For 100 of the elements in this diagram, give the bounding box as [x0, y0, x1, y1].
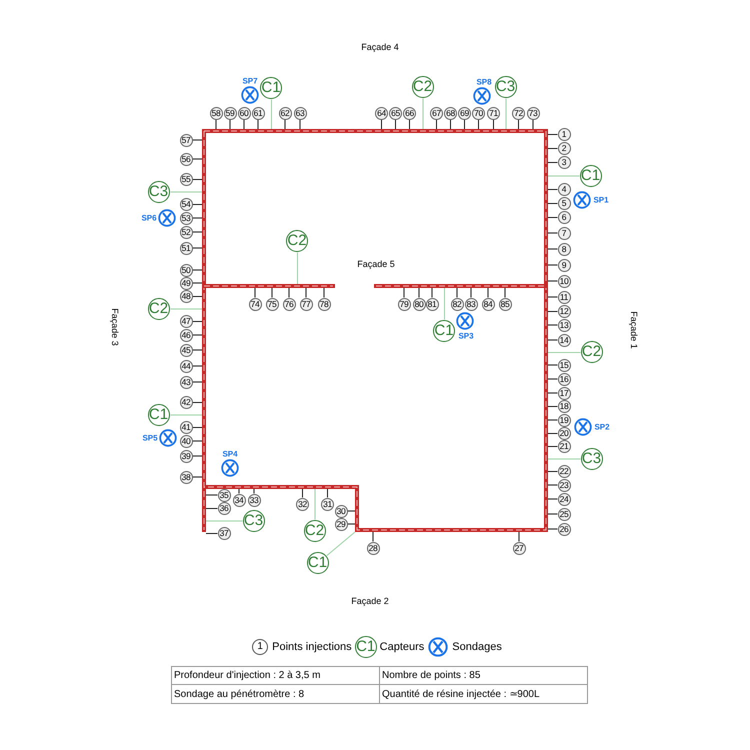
injection-point: 23 — [558, 478, 570, 492]
injection-point: 59 — [224, 106, 236, 120]
injection-point: 67 — [430, 106, 443, 120]
leader-line — [548, 162, 558, 163]
injection-point: 61 — [252, 106, 264, 120]
leader-line — [170, 308, 202, 310]
facade-label: Façade 3 — [110, 308, 120, 346]
leader-line — [192, 204, 202, 205]
table-cell: Nombre de points : 85 — [380, 666, 588, 684]
leader-line — [192, 321, 202, 322]
injection-point: 7 — [558, 226, 570, 240]
leader-line — [314, 488, 316, 520]
leader-line — [470, 288, 472, 298]
facade-label: Façade 5 — [357, 259, 395, 269]
sensor-marker: C1 — [260, 76, 282, 98]
leader-line — [372, 532, 374, 542]
injection-point: 12 — [558, 305, 570, 318]
leader-line — [192, 179, 202, 180]
probe-icon — [473, 87, 491, 105]
sensor-marker: C1 — [306, 552, 328, 574]
injection-point: 16 — [558, 372, 570, 386]
leader-line — [436, 119, 437, 130]
leader-line — [381, 119, 382, 130]
leader-line — [206, 520, 243, 522]
injection-point: 9 — [558, 258, 570, 272]
injection-point: 2 — [558, 142, 570, 155]
leader-line — [548, 189, 558, 190]
leader-line — [347, 510, 356, 512]
table-cell: Profondeur d'injection : 2 à 3,5 m — [172, 666, 380, 684]
sensor-marker: C3 — [148, 180, 170, 202]
leader-line — [192, 440, 202, 442]
facade-label: Façade 2 — [351, 596, 389, 606]
leader-line — [548, 352, 581, 353]
wall — [202, 284, 335, 288]
leader-line — [548, 324, 558, 326]
leader-line — [444, 288, 445, 320]
injection-point: 26 — [558, 522, 570, 536]
injection-point: 51 — [180, 242, 192, 254]
probe-label: SP7 — [242, 76, 258, 86]
injection-point: 20 — [558, 427, 570, 440]
leader-line — [409, 119, 410, 130]
legend-text: Sondages — [452, 641, 502, 653]
leader-line — [548, 248, 558, 250]
leader-line — [271, 99, 272, 130]
injection-point: 28 — [366, 542, 380, 554]
probe-label: SP3 — [458, 332, 474, 340]
injection-point: 49 — [180, 276, 192, 290]
injection-point: 40 — [180, 434, 192, 448]
probe-label: SP8 — [476, 78, 492, 86]
injection-point: 45 — [180, 344, 192, 356]
leader-line — [548, 217, 558, 218]
injection-point: 66 — [403, 106, 416, 120]
injection-point: 13 — [558, 318, 570, 332]
leader-line — [548, 134, 558, 135]
injection-point: 21 — [558, 440, 570, 453]
leader-line — [206, 533, 218, 534]
leader-line — [548, 378, 558, 380]
injection-point: 27 — [512, 542, 526, 554]
injection-point: 41 — [180, 421, 192, 434]
leader-line — [192, 282, 202, 284]
leader-line — [518, 119, 519, 130]
facade-label: Façade 4 — [361, 42, 399, 52]
injection-point: 65 — [389, 106, 402, 120]
injection-point: 18 — [558, 400, 570, 413]
injection-point: 37 — [218, 527, 230, 540]
leader-line — [548, 280, 558, 282]
leader-line — [532, 119, 534, 130]
leader-line — [548, 296, 558, 298]
injection-point: 5 — [558, 197, 570, 210]
leader-line — [548, 446, 558, 447]
leader-line — [254, 288, 256, 298]
leader-line — [192, 334, 202, 336]
injection-point: 11 — [558, 290, 570, 304]
probe-label: SP2 — [594, 422, 610, 432]
injection-point: 17 — [558, 386, 570, 400]
injection-point: 6 — [558, 211, 570, 224]
leader-line — [238, 488, 240, 494]
leader-line — [297, 252, 298, 284]
injection-point: 19 — [558, 414, 570, 426]
sensor-marker: C1 — [148, 404, 170, 426]
leader-line — [192, 296, 202, 297]
leader-line — [548, 498, 558, 500]
legend-text: Capteurs — [380, 641, 424, 653]
leader-line — [192, 427, 202, 428]
sensor-marker: C2 — [580, 341, 602, 363]
injection-point: 70 — [472, 106, 485, 120]
probe-icon — [159, 429, 177, 447]
probe-label: SP5 — [142, 434, 158, 442]
injection-point: 39 — [180, 450, 192, 462]
sensor-marker: C3 — [494, 76, 516, 98]
injection-point: 73 — [526, 106, 540, 120]
leader-line — [192, 158, 202, 160]
leader-line — [548, 364, 558, 366]
injection-point: 38 — [180, 470, 192, 484]
leader-line — [548, 392, 558, 394]
leader-line — [548, 264, 558, 266]
probe-icon — [158, 209, 176, 227]
injection-point: 3 — [558, 156, 570, 169]
leader-line — [548, 433, 558, 434]
facade-label: Façade 1 — [629, 311, 639, 349]
